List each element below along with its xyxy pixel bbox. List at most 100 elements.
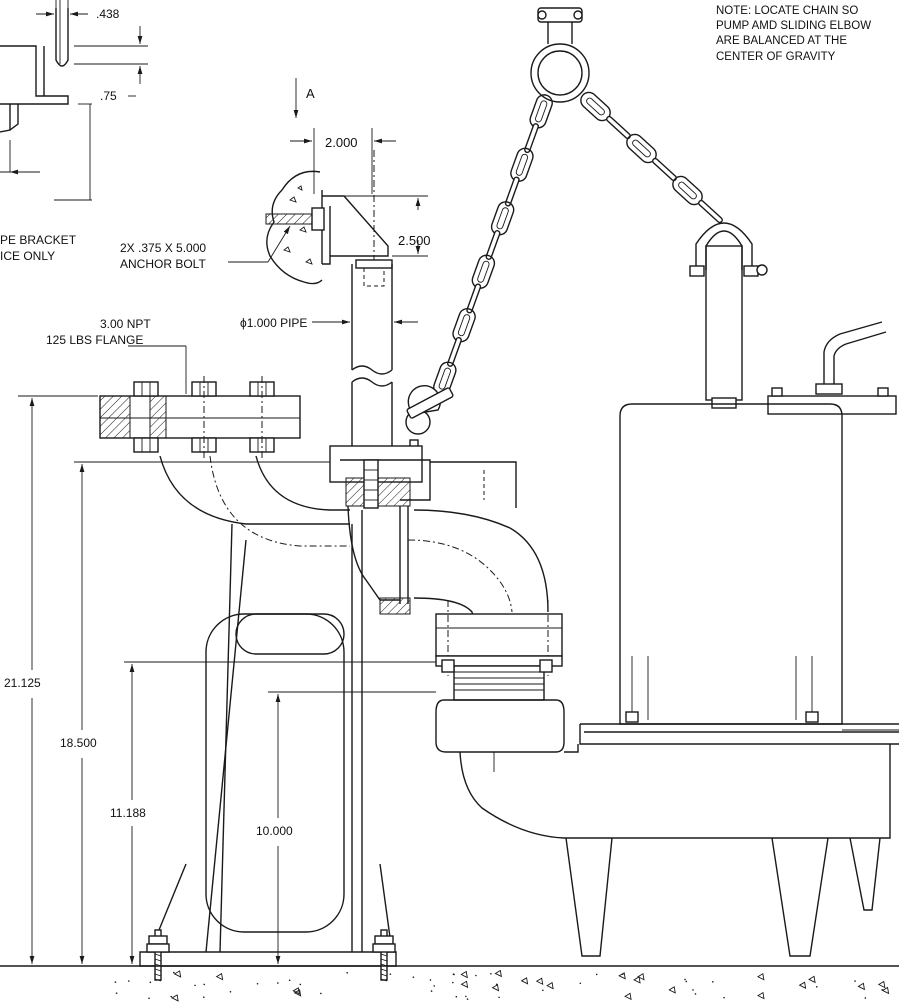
chain-link — [606, 115, 631, 140]
aggregate-dot — [595, 973, 598, 976]
aggregate-mark — [460, 970, 468, 979]
aggregate-dot — [288, 979, 291, 982]
guide-pipe — [312, 259, 418, 460]
anchor-bolt-label-line2: ANCHOR BOLT — [120, 257, 206, 271]
aggregate-mark — [877, 980, 886, 989]
anchor-bolt-label-line1: 2X .375 X 5.000 — [120, 241, 206, 255]
chain-note-line3: ARE BALANCED AT THE — [716, 35, 847, 47]
aggregate-mark — [546, 981, 554, 990]
chain-link — [504, 176, 520, 207]
flange-label-line2: 125 LBS FLANGE — [46, 333, 143, 347]
aggregate-mark — [756, 972, 765, 981]
aggregate-dot — [498, 996, 500, 999]
aggregate-mark — [798, 981, 807, 989]
aggregate-dot — [475, 974, 477, 977]
aggregate-mark — [171, 994, 179, 1002]
base-elbow-stand — [139, 455, 397, 982]
dim-bracket-height: .75 — [100, 89, 117, 103]
aggregate-dot — [115, 992, 118, 994]
aggregate-dot — [194, 984, 196, 987]
flange-bolt — [133, 381, 159, 453]
aggregate-dot — [127, 980, 130, 982]
anchor-bolt — [146, 929, 170, 982]
wall-bracket — [228, 78, 428, 285]
aggregate-mark — [173, 970, 182, 978]
aggregate-mark — [494, 969, 502, 978]
aggregate-dot — [452, 973, 455, 975]
chain-link — [510, 147, 534, 182]
aggregate-dot — [389, 973, 392, 975]
aggregate-dot — [542, 989, 544, 992]
dim-pump-center-height: 10.000 — [256, 824, 293, 838]
aggregate-dot — [203, 983, 205, 986]
aggregate-dot — [815, 985, 818, 988]
aggregate-mark — [857, 982, 865, 991]
aggregate-dot — [723, 996, 725, 999]
chain-link — [652, 157, 677, 182]
chain-link — [485, 230, 501, 260]
aggregate-mark — [535, 977, 544, 986]
aggregate-dot — [455, 995, 458, 998]
dim-bracket-drop: 2.500 — [398, 233, 431, 248]
aggregate-dot — [712, 981, 714, 983]
chain-note-line4: CENTER OF GRAVITY — [716, 51, 836, 63]
aggregate-dot — [346, 972, 348, 974]
aggregate-dot — [490, 972, 492, 975]
chain-note-line2: PUMP AMD SLIDING ELBOW — [716, 20, 871, 32]
chain-link — [452, 308, 476, 343]
aggregate-dot — [495, 983, 498, 986]
dim-flange-height: 21.125 — [4, 676, 41, 690]
sliding-elbow — [329, 445, 549, 621]
aggregate-dot — [854, 980, 856, 982]
aggregate-dot — [256, 982, 259, 985]
aggregate-mark — [637, 972, 645, 981]
chain-link — [466, 283, 482, 314]
dim-bracket-slot: .438 — [96, 7, 120, 21]
aggregate-dot — [173, 971, 175, 974]
aggregate-mark — [757, 991, 765, 1000]
flange-bolt — [191, 381, 217, 453]
chain-link — [490, 201, 515, 236]
anchor-bolt — [372, 929, 396, 982]
chain-link — [471, 254, 496, 289]
aggregate-dot — [148, 997, 150, 1000]
aggregate-dot — [299, 983, 302, 986]
elevation-dimensions — [18, 395, 436, 964]
chain-link — [529, 94, 553, 129]
aggregate-dot — [465, 995, 467, 998]
aggregate-dot — [412, 976, 415, 978]
aggregate-dot — [170, 995, 173, 998]
flange-label-line1: 3.00 NPT — [100, 317, 151, 331]
aggregate-mark — [808, 975, 816, 984]
aggregate-dot — [430, 990, 433, 992]
aggregate-dot — [466, 998, 469, 1000]
aggregate-dot — [692, 989, 694, 991]
pump-discharge — [435, 600, 563, 701]
aggregate-mark — [215, 972, 224, 981]
concrete-floor — [0, 965, 899, 1002]
aggregate-mark — [520, 977, 529, 985]
chain-link — [524, 123, 539, 154]
aggregate-dot — [684, 978, 686, 981]
aggregate-dot — [864, 997, 867, 999]
flange-bolt — [249, 381, 275, 453]
pipe-bracket-label-line2: ICE ONLY — [0, 249, 55, 263]
chain-link — [447, 336, 462, 367]
dim-bracket-offset: 2.000 — [325, 135, 358, 150]
aggregate-dot — [433, 985, 436, 987]
pipe-bracket-label-line1: PE BRACKET — [0, 233, 77, 247]
aggregate-mark — [293, 989, 302, 997]
aggregate-mark — [491, 983, 500, 992]
aggregate-dot — [229, 990, 232, 993]
aggregate-dot — [114, 981, 117, 983]
pipe-bracket-detail — [0, 0, 148, 201]
pump-body — [435, 245, 899, 957]
aggregate-mark — [633, 976, 641, 984]
dim-elbow-height: 18.500 — [60, 736, 97, 750]
aggregate-dot — [149, 981, 152, 984]
pipe-diameter-label: ϕ1.000 PIPE — [240, 316, 307, 330]
aggregate-mark — [668, 986, 676, 994]
aggregate-mark — [618, 972, 626, 980]
aggregate-mark — [460, 980, 469, 989]
